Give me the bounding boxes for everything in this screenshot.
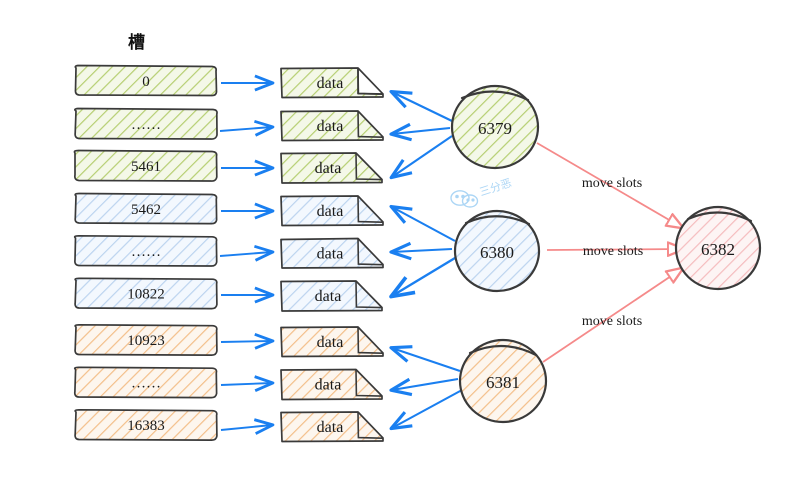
data-box[interactable]: data [280,411,384,443]
data-box[interactable]: data [280,110,384,142]
node-6381[interactable]: 6381 [458,338,548,424]
data-box[interactable]: data [280,195,384,227]
slot-box[interactable]: 5462 [74,192,218,225]
edge-label-move-slots-3: move slots [582,314,642,329]
node-6380[interactable]: 6380 [453,209,541,293]
node-label: 6381 [486,373,520,392]
slot-box[interactable]: …… [74,107,218,140]
slot-box[interactable]: …… [73,234,218,267]
slot-label: 5461 [131,159,161,175]
data-box[interactable]: data [280,67,384,99]
slot-box[interactable]: 0 [74,64,218,97]
data-column: data data data data data [280,67,384,443]
slot-label: 5462 [131,202,161,218]
data-label: data [315,377,342,394]
data-box[interactable]: data [280,368,383,401]
move-slots-arrows [536,142,684,363]
slot-box[interactable]: 10822 [74,277,218,310]
node-to-data-arrows [389,89,463,431]
page-title: 槽 [128,33,145,53]
data-box[interactable]: data [280,152,383,184]
data-label: data [315,288,342,305]
slot-label: …… [131,117,161,133]
edge-label-move-slots-2: move slots [583,244,643,259]
data-box[interactable]: data [280,280,383,312]
edge-label-move-slots-1: move slots [582,176,642,191]
data-label: data [317,75,344,92]
node-label: 6382 [701,240,735,259]
slot-box[interactable]: …… [73,366,218,399]
slot-label: …… [131,376,161,392]
slot-label: 10923 [127,333,165,349]
data-label: data [317,118,344,135]
slot-label: 16383 [127,418,165,434]
slot-box[interactable]: 16383 [74,408,218,441]
data-label: data [315,160,342,177]
data-box[interactable]: data [280,326,384,358]
node-label: 6379 [478,119,512,138]
node-circles: 6379 6380 6381 6382 [450,84,762,424]
slot-label: 10822 [127,287,165,303]
node-label: 6380 [480,243,514,262]
data-label: data [317,334,344,351]
slot-column: 0 …… 5461 5462 …… 10822 [73,64,218,441]
node-6379[interactable]: 6379 [450,84,540,170]
slot-label: 0 [142,74,150,90]
slot-box[interactable]: 10923 [74,323,218,356]
data-label: data [317,246,344,263]
slot-to-data-arrows [219,74,275,435]
data-label: data [317,203,344,220]
slot-box[interactable]: 5461 [73,149,218,182]
node-6382[interactable]: 6382 [674,205,762,291]
edge-label-group: move slots move slots move slots [582,176,643,329]
data-box[interactable]: data [280,237,384,269]
data-label: data [317,419,344,436]
slot-label: …… [131,244,161,260]
